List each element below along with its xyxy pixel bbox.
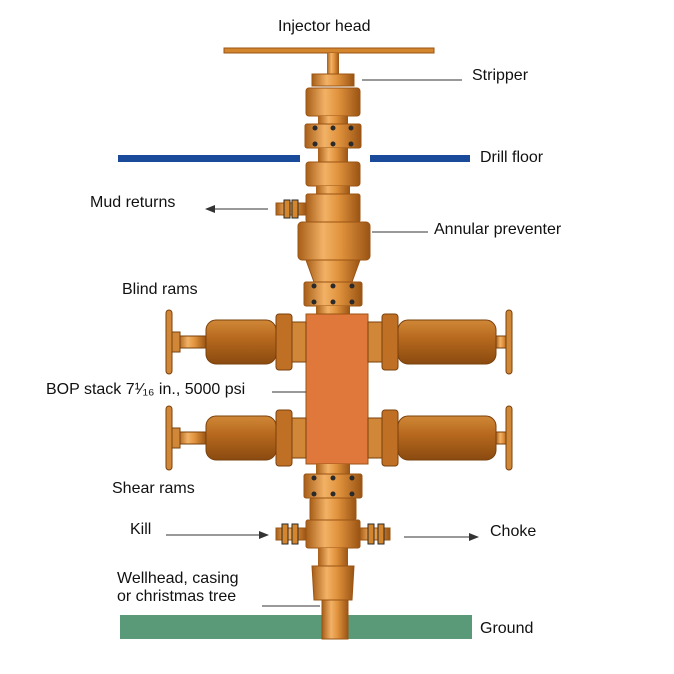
drill-floor-label: Drill floor (480, 149, 544, 166)
wellhead-assembly (311, 548, 355, 640)
ground-slab (120, 615, 472, 639)
lower-spool-assembly (303, 464, 363, 521)
mud-returns-label: Mud returns (90, 194, 176, 211)
ground-label: Ground (480, 620, 534, 637)
mud-returns-spool (275, 193, 361, 223)
stripper-assembly (304, 73, 362, 194)
shear-rams-label: Shear rams (112, 480, 195, 497)
annular-preventer-label: Annular preventer (434, 221, 562, 238)
stripper-label: Stripper (472, 67, 529, 84)
shear-rams-assembly (165, 405, 513, 471)
kill-choke-spool (275, 519, 391, 549)
drill-floor-right (370, 155, 470, 162)
injector-head-label: Injector head (278, 18, 371, 35)
injector-stem (327, 53, 339, 75)
blind-rams-assembly (165, 309, 513, 375)
kill-label: Kill (130, 521, 152, 538)
blind-rams-label: Blind rams (122, 281, 198, 298)
choke-label: Choke (490, 523, 537, 540)
drill-floor-left (118, 155, 300, 162)
bop-stack-label: BOP stack 7¹⁄₁₆ in., 5000 psi (46, 381, 246, 398)
annular-preventer-body (297, 221, 371, 314)
injector-head-plate (223, 47, 435, 54)
bop-block (305, 313, 369, 465)
wellhead-label: Wellhead, casing or christmas tree (117, 570, 239, 605)
